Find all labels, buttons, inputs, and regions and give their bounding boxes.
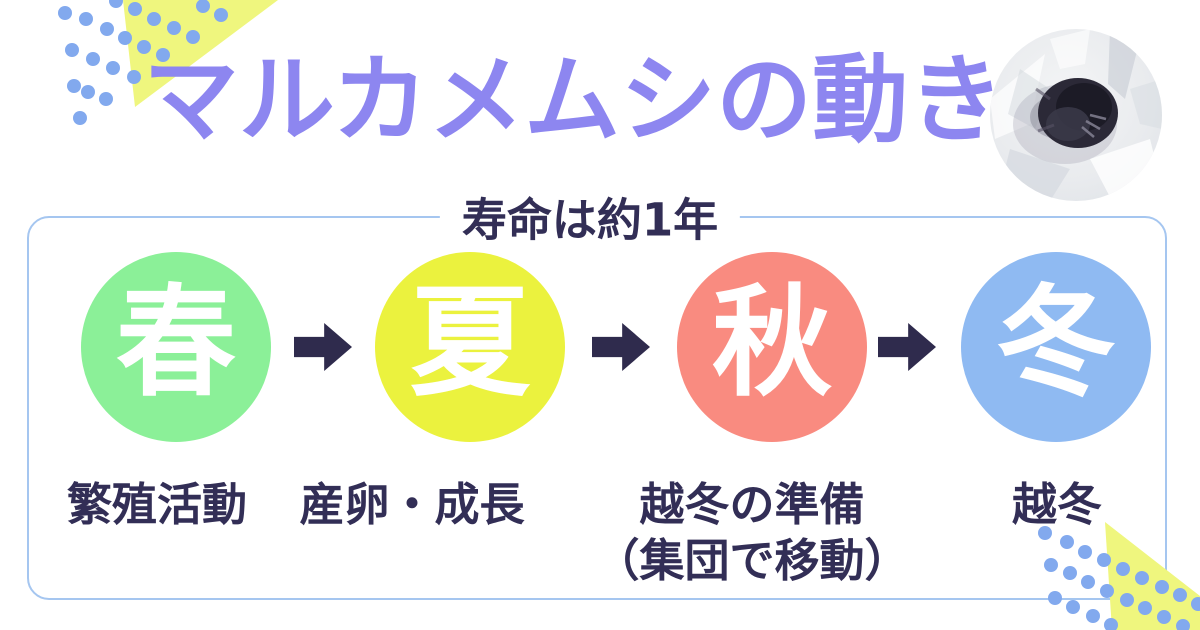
stage-season-summer: 夏: [410, 274, 530, 413]
stage-circle-autumn: 秋: [677, 252, 867, 442]
lifespan-note: 寿命は約1年: [439, 183, 741, 249]
stage-circle-summer: 夏: [375, 252, 565, 442]
page-title: マルカメムシの動き: [143, 44, 1005, 156]
stage-label-autumn-note: （集団で移動）: [594, 534, 910, 588]
stage-circle-winter: 冬: [961, 252, 1151, 442]
stage-circle-spring: 春: [81, 252, 271, 442]
bug-photo-image: [990, 29, 1162, 201]
stage-season-winter: 冬: [996, 274, 1116, 413]
stage-label-summer: 産卵・成長: [299, 478, 525, 531]
stage-season-autumn: 秋: [712, 274, 832, 413]
stage-label-autumn: 越冬の準備 （集団で移動）: [594, 477, 909, 590]
stage-label-autumn-main: 越冬の準備: [639, 478, 865, 531]
stage-season-spring: 春: [116, 274, 236, 413]
bug-photo: [990, 29, 1162, 201]
stage-label-spring: 繁殖活動: [66, 478, 248, 531]
stage-label-winter: 越冬: [1011, 478, 1103, 531]
